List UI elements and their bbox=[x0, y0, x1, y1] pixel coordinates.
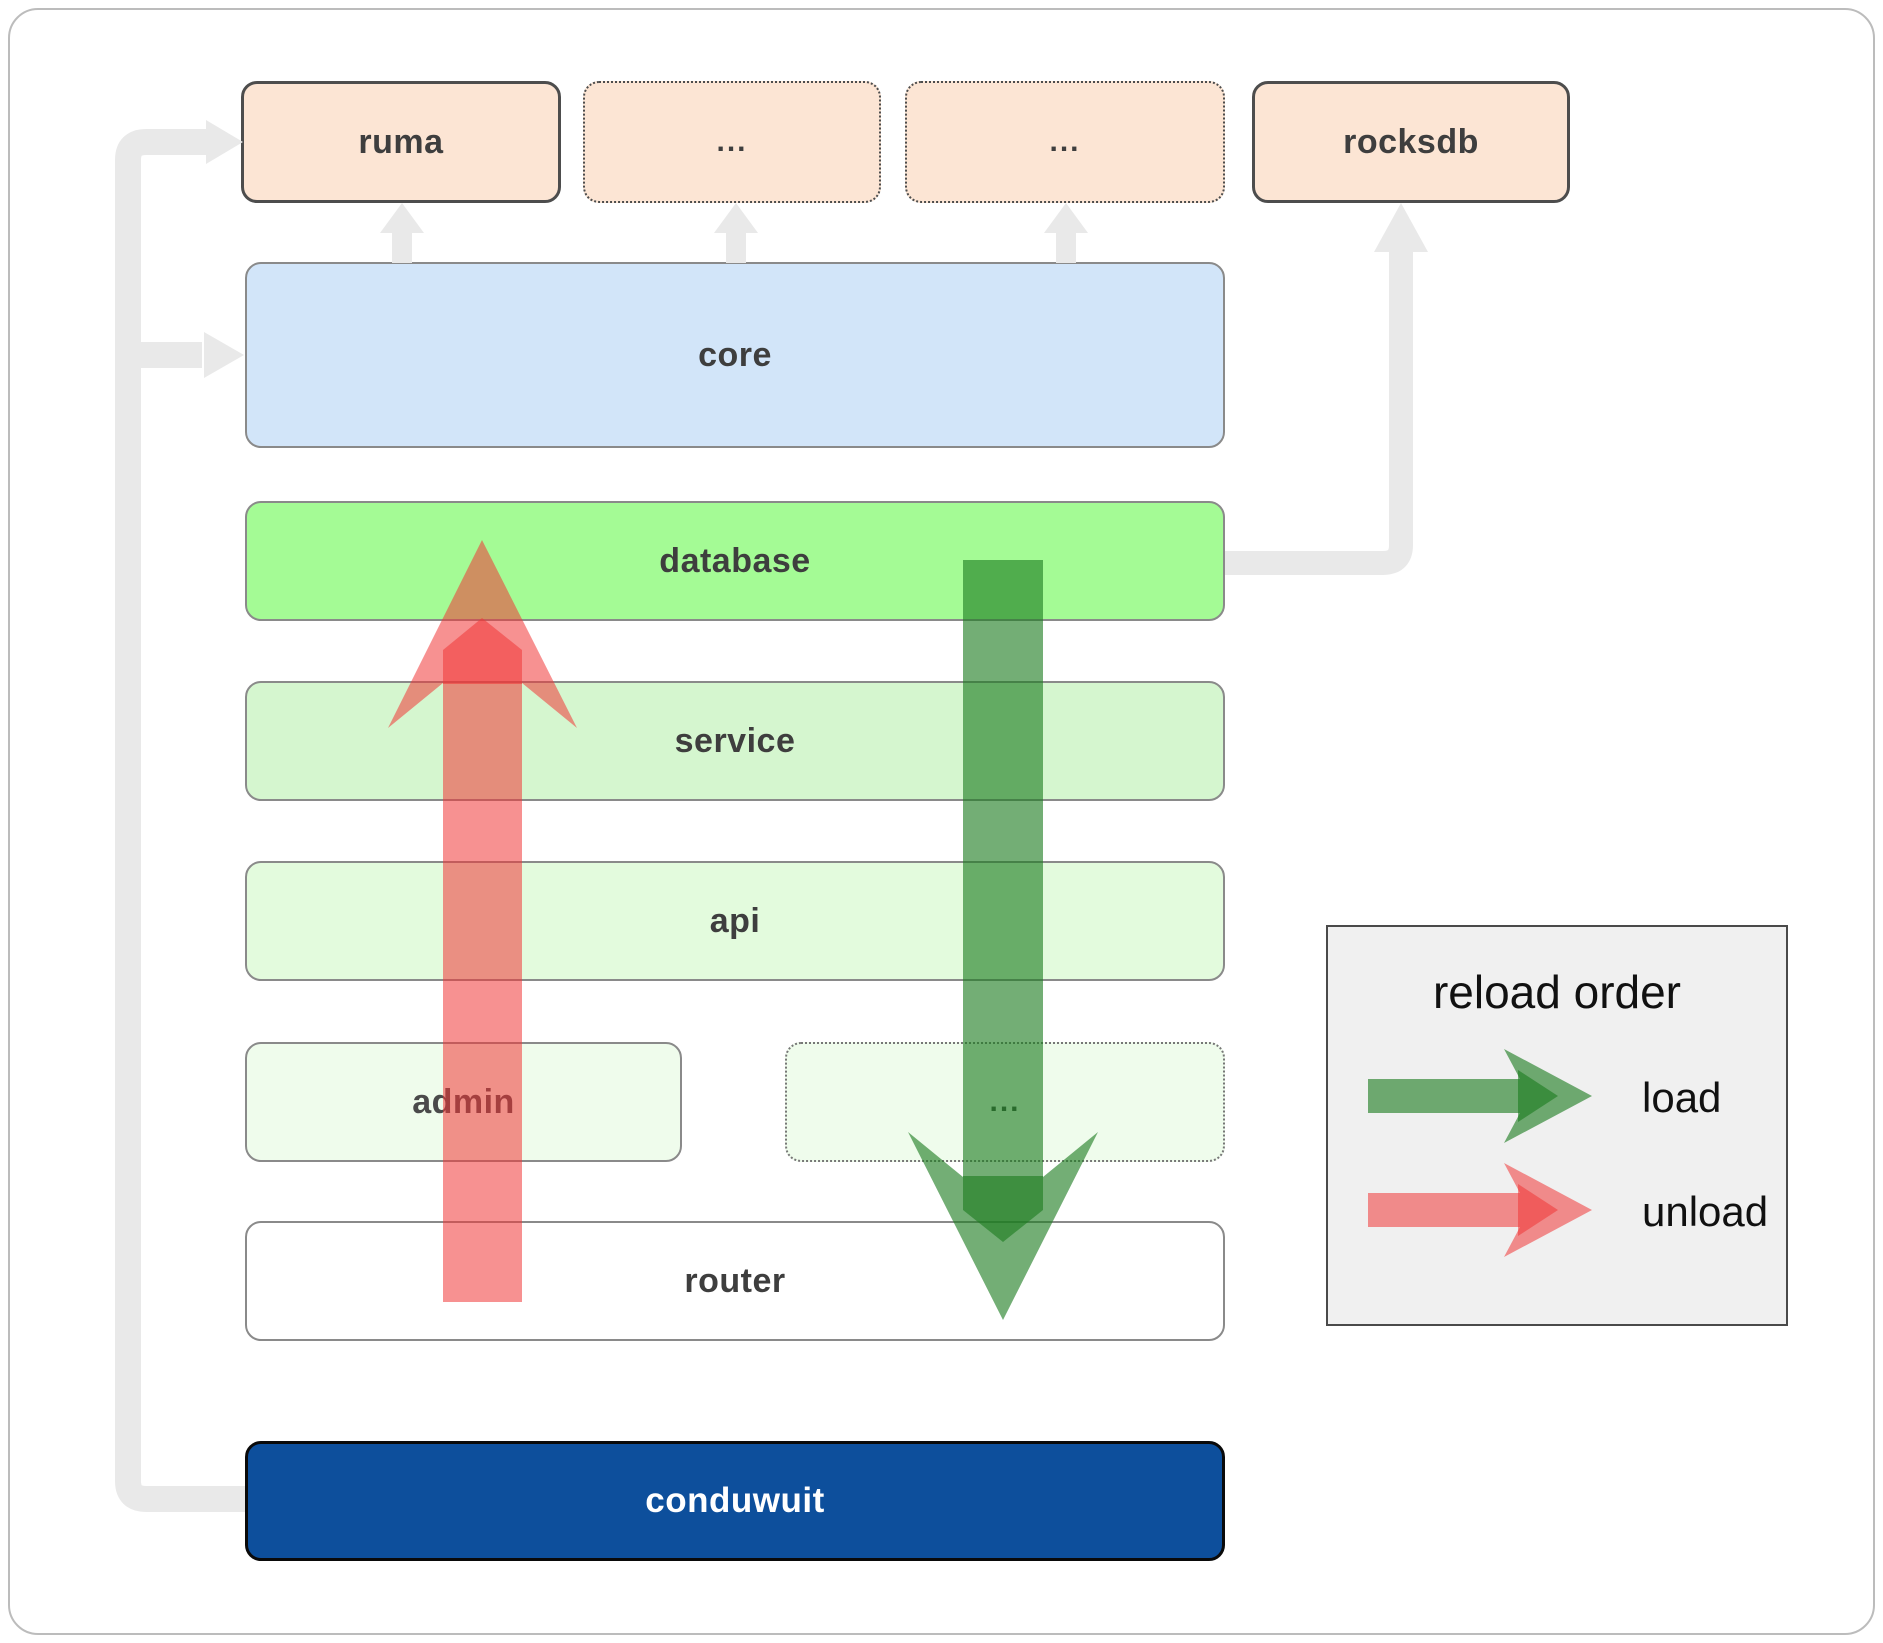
box-ellipsis-2: ... bbox=[905, 81, 1225, 203]
box-service-label: service bbox=[674, 721, 796, 760]
box-ellipsis-1-label: ... bbox=[716, 125, 748, 158]
legend-unload-label: unload bbox=[1642, 1188, 1769, 1235]
box-ellipsis-1: ... bbox=[583, 81, 881, 203]
box-database: database bbox=[245, 501, 1225, 621]
box-rocksdb-label: rocksdb bbox=[1343, 122, 1479, 161]
box-ellipsis-3: ... bbox=[785, 1042, 1225, 1162]
box-ellipsis-3-label: ... bbox=[989, 1085, 1021, 1118]
box-conduwuit: conduwuit bbox=[245, 1441, 1225, 1561]
box-ellipsis-2-label: ... bbox=[1049, 125, 1081, 158]
box-router-label: router bbox=[684, 1261, 786, 1300]
box-service: service bbox=[245, 681, 1225, 801]
box-core-label: core bbox=[698, 335, 772, 374]
box-rocksdb: rocksdb bbox=[1252, 81, 1570, 203]
diagram-frame bbox=[8, 8, 1875, 1635]
box-admin-label: admin bbox=[412, 1082, 515, 1121]
box-ruma: ruma bbox=[241, 81, 561, 203]
box-ruma-label: ruma bbox=[358, 122, 444, 161]
box-database-label: database bbox=[659, 541, 811, 580]
box-conduwuit-label: conduwuit bbox=[645, 1481, 825, 1520]
box-core: core bbox=[245, 262, 1225, 448]
legend-load-label: load bbox=[1642, 1074, 1722, 1121]
box-api: api bbox=[245, 861, 1225, 981]
box-admin: admin bbox=[245, 1042, 682, 1162]
box-router: router bbox=[245, 1221, 1225, 1341]
legend-title: reload order bbox=[1432, 966, 1682, 1018]
legend: reload order load unload bbox=[1326, 925, 1788, 1326]
box-api-label: api bbox=[709, 901, 761, 940]
